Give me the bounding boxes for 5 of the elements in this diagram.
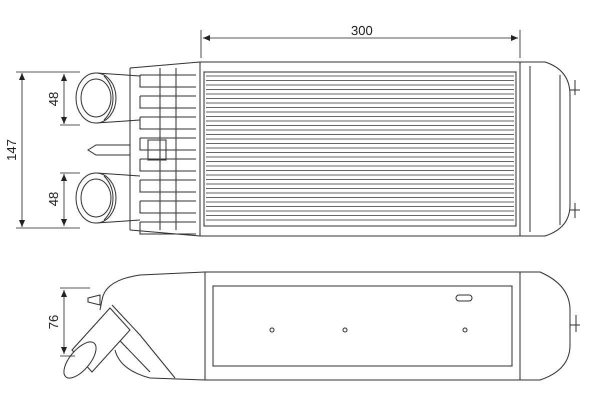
dimension-label: 48	[47, 92, 62, 106]
dimension-label: 300	[351, 24, 373, 38]
dimension-label: 147	[4, 139, 19, 161]
dimension-label: 76	[47, 314, 62, 330]
dimension-label: 48	[47, 192, 62, 206]
